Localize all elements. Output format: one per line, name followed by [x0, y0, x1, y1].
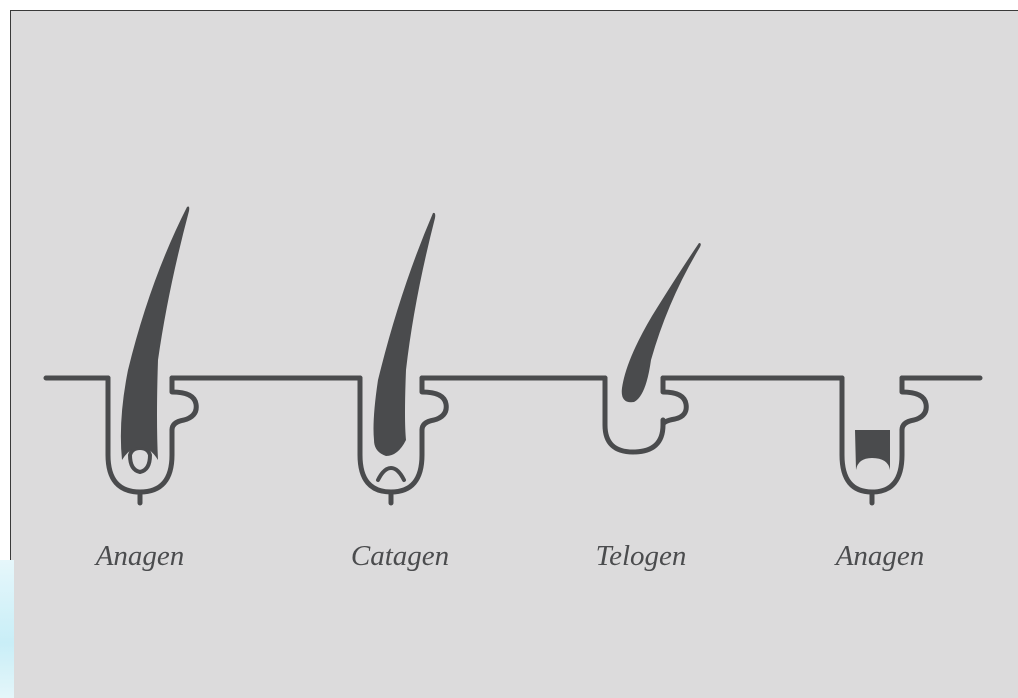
stage-label-telogen: Telogen — [596, 540, 687, 573]
stage-label-anagen-1: Anagen — [96, 540, 185, 573]
stage-label-anagen-2: Anagen — [836, 540, 925, 573]
stage-label-catagen: Catagen — [351, 540, 449, 573]
follicle-telogen — [605, 378, 686, 452]
hair-shaft-catagen — [374, 213, 436, 456]
hair-bulb-anagen-2 — [855, 430, 890, 470]
